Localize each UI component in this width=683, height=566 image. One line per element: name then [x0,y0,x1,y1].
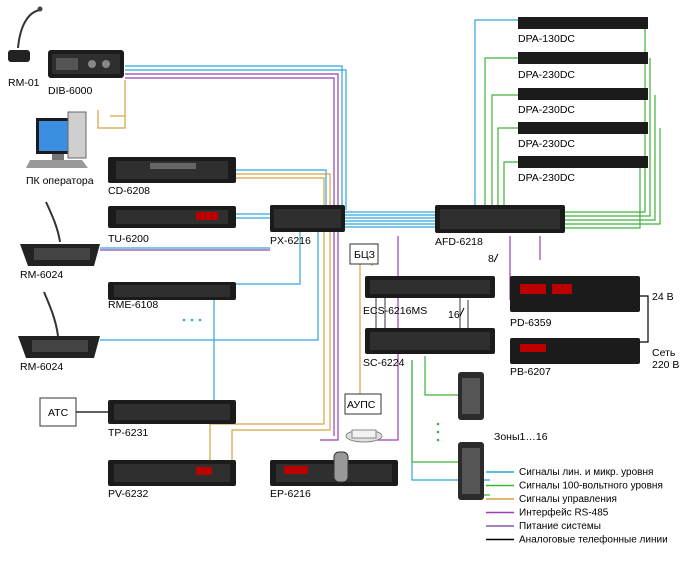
pb6207-label: PB-6207 [510,366,551,378]
bcz-label: БЦЗ [354,249,375,261]
mains-label-1: Сеть [652,347,676,359]
pv6232-label: PV-6232 [108,488,148,500]
rm01-label: RM-01 [8,77,40,89]
sc6224-label: SC-6224 [363,357,405,369]
afd6218-device [435,205,565,233]
ecs6216ms-device [365,276,495,298]
legend-entry: Аналоговые телефонные линии [519,534,668,546]
ats-box [39,397,77,427]
rs485-wires [100,73,541,441]
ellipsis-dots [182,318,440,442]
smoke-detector-icon [345,429,383,443]
pd6359-device [510,276,640,312]
pv6232-device [108,460,236,486]
cd6208-label: CD-6208 [108,185,150,197]
legend-entry: Питание системы [519,521,601,532]
dpa230-2-label: DPA-230DC [518,104,575,116]
speaker-wires [411,22,661,496]
operator-pc [26,111,88,168]
rm6024-b-label: RM-6024 [20,361,63,373]
pb6207-device [510,338,640,364]
bus16-label: 16 [448,309,460,321]
bus-count-marker [493,253,499,263]
tp6231-device [108,400,236,424]
ats-label: АТС [48,407,69,419]
bus-count-marker [459,307,465,317]
tu6200-device [108,206,236,228]
dib6000-device [48,50,124,78]
ep6216-device [270,451,398,486]
ep6216-label: EP-6216 [270,488,311,500]
speaker-icon [458,372,484,420]
rme6108-device [108,282,236,300]
dpa-amplifiers [518,17,648,168]
phone-wires [76,295,649,413]
ecs6216ms-label: ECS-6216MS [363,305,427,317]
bcz-box [349,243,379,265]
rm6024-console-a [20,201,100,266]
rm6024-a-label: RM-6024 [20,269,63,281]
aups-box [344,393,382,415]
mains-label-2: 220 В [652,359,679,371]
afd6218-label: AFD-6218 [435,236,483,248]
sc6224-device [365,328,495,354]
aups-label: АУПС [347,399,376,411]
dpa130-label: DPA-130DC [518,33,575,45]
tu6200-label: TU-6200 [108,233,149,245]
dib6000-label: DIB-6000 [48,85,93,97]
px6216-label: PX-6216 [270,235,311,247]
v24-label: 24 В [652,291,674,303]
pd6359-label: PD-6359 [510,317,552,329]
legend-entry: Сигналы управления [519,494,617,505]
rme6108-label: RME-6108 [108,299,158,311]
legend-entry: Сигналы лин. и микр. уровня [519,467,653,478]
px6216-device [270,205,345,232]
legend-entry: Сигналы 100-вольтного уровня [519,481,663,492]
rm01-microphone [8,6,43,62]
tp6231-label: TP-6231 [108,427,148,439]
dpa230-4-label: DPA-230DC [518,172,575,184]
dpa230-1-label: DPA-230DC [518,69,575,81]
dpa230-3-label: DPA-230DC [518,138,575,150]
speaker-icon [458,442,484,500]
pc-label: ПК оператора [26,175,94,187]
legend-entry: Интерфейс RS-485 [519,507,609,519]
zones-label: Зоны1…16 [494,431,548,443]
rm6024-console-b [18,291,100,358]
bus8-label: 8 [488,253,494,265]
cd6208-device [108,157,236,183]
